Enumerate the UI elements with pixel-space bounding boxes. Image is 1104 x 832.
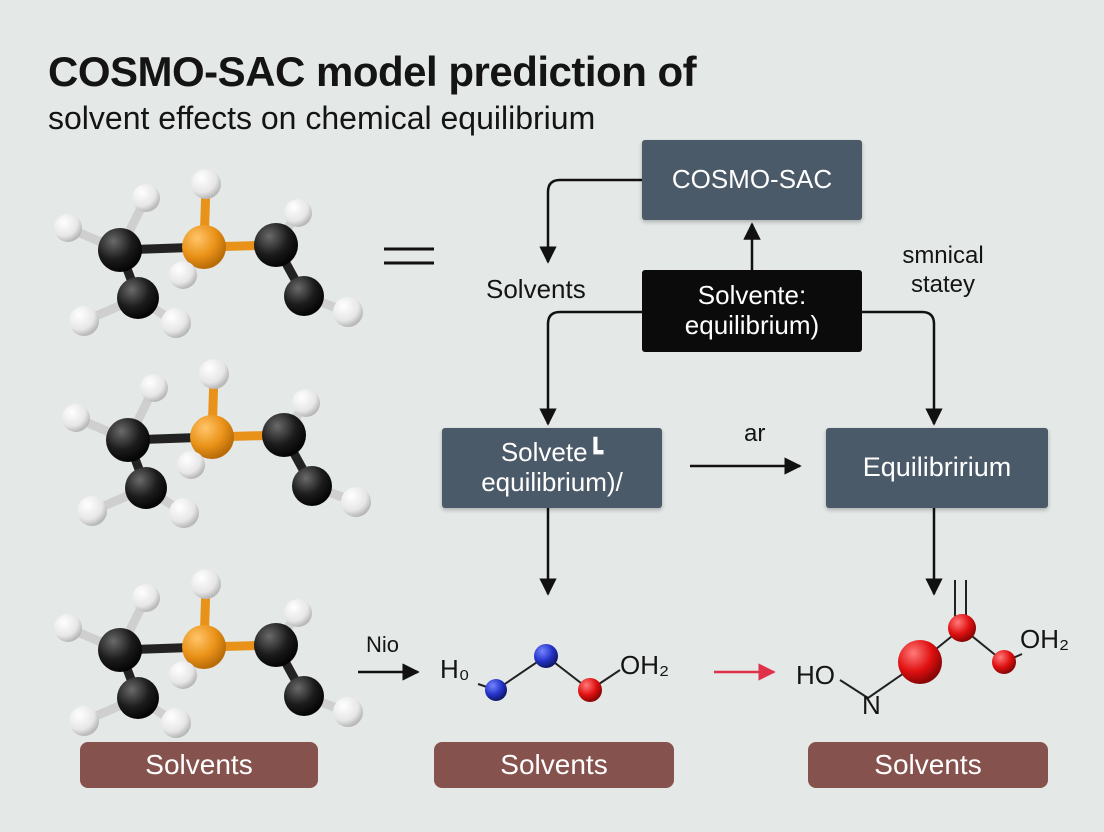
molecule-label-n: N	[862, 690, 881, 720]
right-equilibrium-box: Equilibririum	[826, 428, 1048, 508]
oxygen-atom-large	[898, 640, 942, 684]
nitrogen-atom	[534, 644, 558, 668]
arrow-label: ar	[744, 420, 766, 447]
center-equilibrium-box: Solvente: equilibrium)	[642, 270, 862, 352]
left-equilibrium-box: Solvete┗ equilibrium)/	[442, 428, 662, 508]
molecule-right	[839, 580, 1023, 700]
nitrogen-atom	[485, 679, 507, 701]
molecule-label-oh2: OH₂	[620, 650, 670, 680]
nio-label: Nio	[366, 632, 400, 657]
ball-stick-molecule-2	[62, 359, 371, 528]
ball-stick-molecule-3	[54, 569, 363, 738]
page-title: COSMO-SAC model prediction of	[48, 48, 697, 95]
oxygen-atom	[992, 650, 1016, 674]
equals-sign	[384, 247, 434, 265]
molecule-label-oh2-right: OH₂	[1020, 624, 1070, 654]
page-subtitle: solvent effects on chemical equilibrium	[48, 100, 596, 136]
molecule-label-ho: HO	[796, 660, 835, 690]
arrow-cosmo-to-solvents	[539, 178, 642, 264]
solvents-label: Solvents	[486, 274, 586, 304]
arrow-center-to-right	[862, 310, 943, 426]
arrow-center-to-left	[539, 310, 642, 426]
oxygen-atom	[578, 678, 602, 702]
side-note-label: smnical statey	[902, 242, 984, 298]
solvents-tag-right: Solvents	[808, 742, 1048, 788]
cosmo-sac-box: COSMO-SAC	[642, 140, 862, 220]
solvents-tag-middle: Solvents	[434, 742, 674, 788]
molecule-label-h0: H₀	[440, 654, 470, 684]
solvents-tag-left: Solvents	[80, 742, 318, 788]
ball-stick-molecule-1	[54, 169, 363, 338]
oxygen-atom	[948, 614, 976, 642]
molecule-middle	[477, 644, 621, 702]
